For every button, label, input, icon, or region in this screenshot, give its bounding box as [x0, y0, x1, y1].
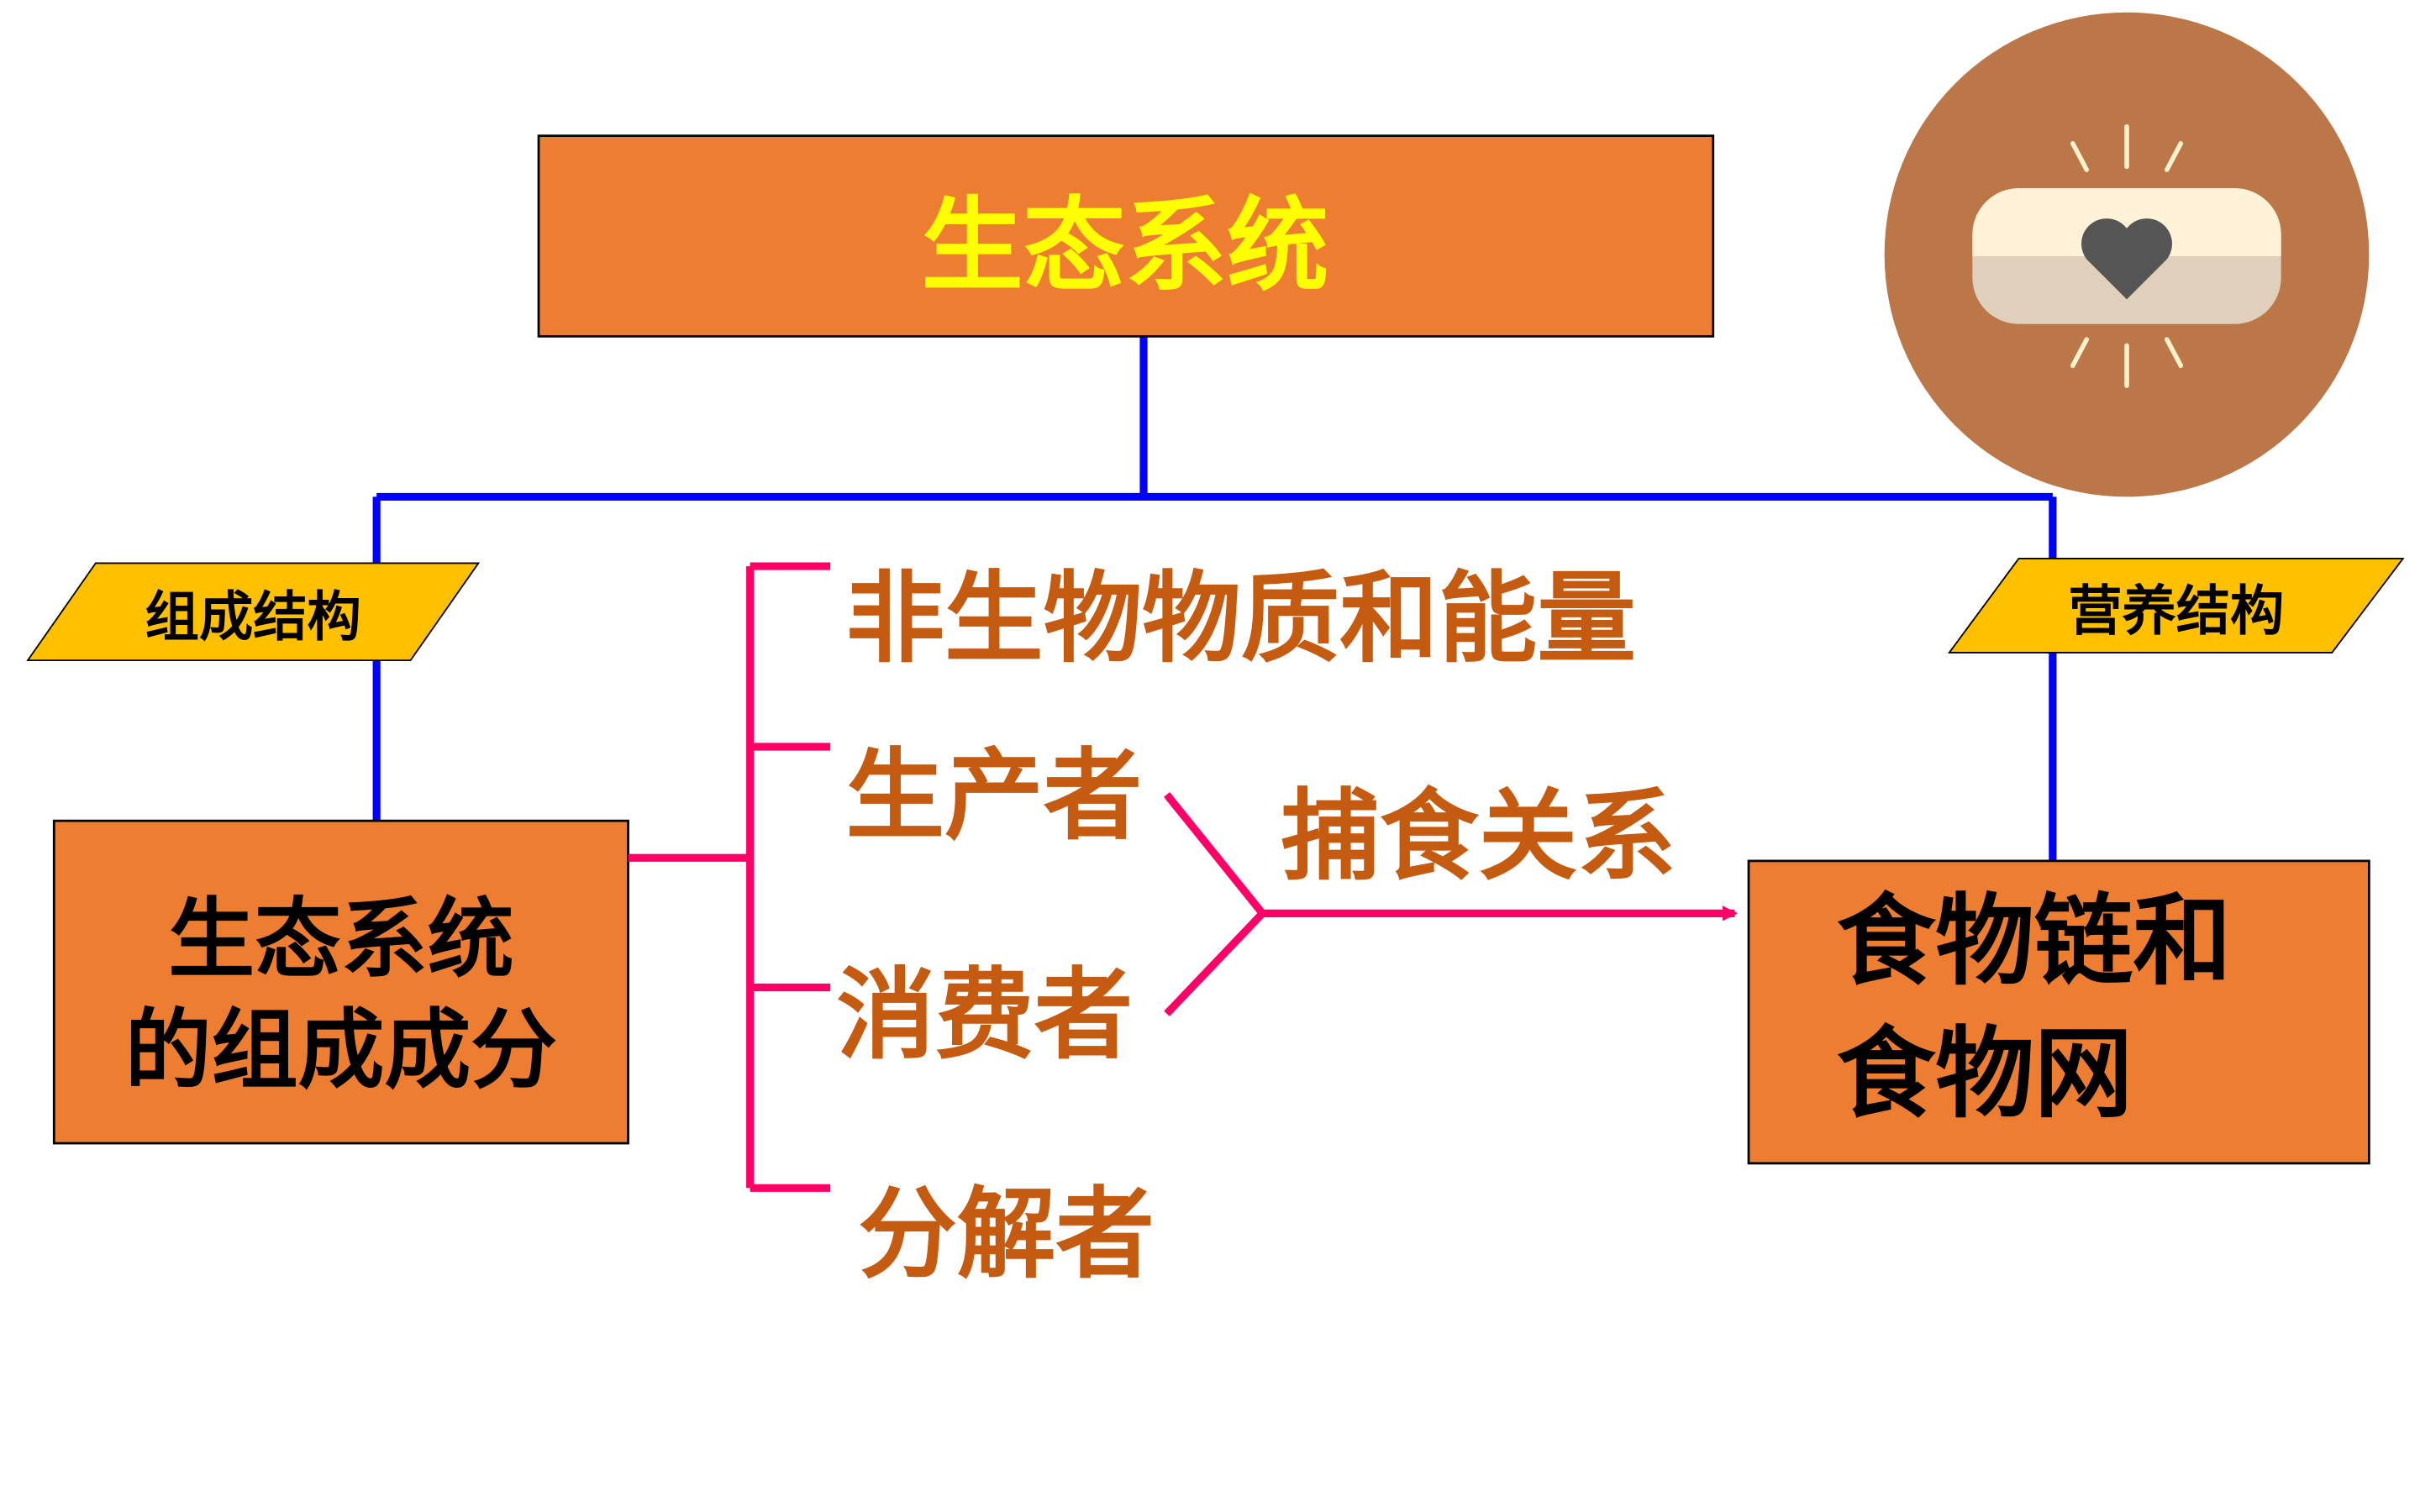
- predation-label: 捕食关系: [1281, 779, 1676, 894]
- trophic-structure-label: 营养结构: [2068, 580, 2284, 643]
- heart-bandage-icon: [1884, 12, 2370, 497]
- composition-structure-label: 组成结构: [145, 586, 361, 649]
- consumer-label: 消费者: [837, 958, 1134, 1073]
- predation-arrow: [1163, 792, 1739, 1016]
- components-box: 生态系统 的组成成分: [52, 819, 629, 1145]
- abiotic-label: 非生物物质和能量: [846, 561, 1636, 676]
- producer-label: 生产者: [846, 738, 1143, 853]
- composition-structure-tag: 组成结构: [26, 562, 481, 662]
- food-web-box: 食物链和 食物网: [1747, 859, 2370, 1165]
- food-web-box-line2: 食物网: [1837, 1016, 2133, 1131]
- title-box: 生态系统: [537, 134, 1715, 338]
- page-title: 生态系统: [922, 186, 1329, 305]
- components-box-line2: 的组成成分: [125, 1001, 557, 1101]
- trophic-structure-tag: 营养结构: [1947, 557, 2405, 654]
- components-box-line1: 生态系统: [168, 890, 513, 990]
- decomposer-label: 分解者: [858, 1177, 1155, 1292]
- components-brace: [628, 562, 831, 1192]
- food-web-box-line1: 食物链和: [1837, 884, 2232, 999]
